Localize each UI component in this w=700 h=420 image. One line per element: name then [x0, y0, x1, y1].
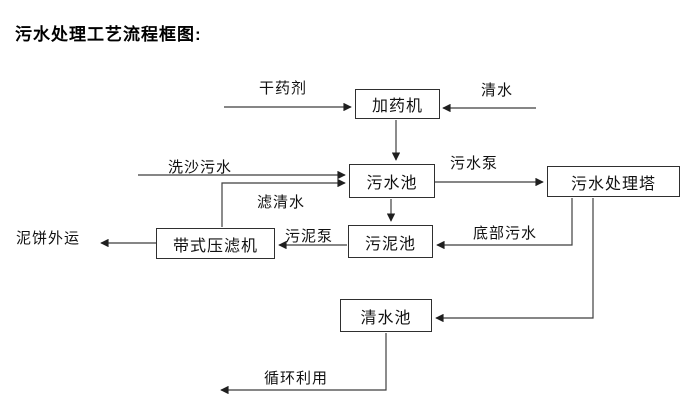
label-sludge-pump: 污泥泵: [285, 228, 334, 245]
label-recycle-use: 循环利用: [264, 370, 329, 387]
node-treatment-tower: 污水处理塔: [547, 166, 680, 197]
label-clean-water: 清水: [481, 82, 514, 99]
label-bottom-sewage: 底部污水: [473, 225, 538, 242]
node-sludge-pool: 污泥池: [348, 225, 433, 258]
node-sewage-pool: 污水池: [349, 164, 435, 198]
label-filtered-water: 滤清水: [257, 194, 306, 211]
node-belt-filter-press: 带式压滤机: [156, 228, 275, 259]
edge-clear-pool-to-recycle: [220, 333, 387, 395]
page-title: 污水处理工艺流程框图:: [15, 25, 202, 44]
edge-tower-to-clear-pool: [435, 198, 594, 323]
label-sand-washing-sewage: 洗沙污水: [168, 159, 233, 176]
edge-filtered-to-sewage-pool: [221, 178, 346, 227]
node-clear-water-pool: 清水池: [340, 299, 432, 332]
edge-tower-to-sludge: [436, 198, 573, 250]
node-dosing-machine: 加药机: [355, 89, 440, 119]
label-mud-cake-out: 泥饼外运: [16, 230, 81, 247]
label-dry-agent: 干药剂: [259, 80, 308, 97]
label-sewage-pump: 污水泵: [450, 155, 499, 172]
